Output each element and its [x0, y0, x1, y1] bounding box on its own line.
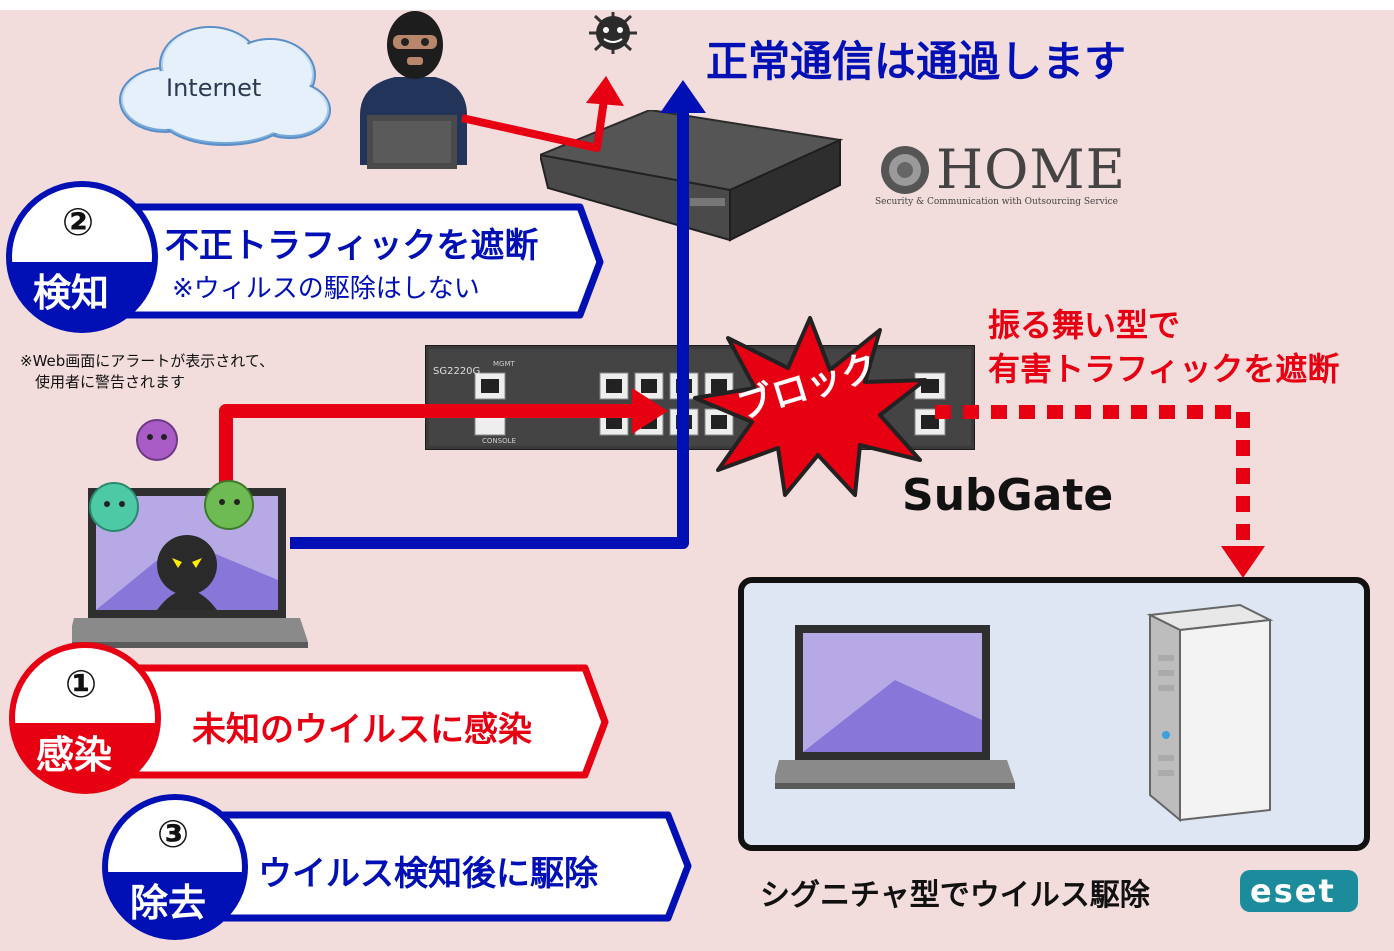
step-1-text: 未知のウイルスに感染 [192, 710, 532, 750]
step-2-number: ② [62, 200, 95, 244]
step-2-tag: 検知 [33, 271, 110, 315]
hacker-traffic-arrowhead [586, 76, 624, 106]
signature-label: シグニチャ型でウイルス駆除 [760, 878, 1150, 913]
device-port-label: MGMT [493, 360, 515, 368]
step-3-number: ③ [157, 812, 190, 856]
device-name-label: SubGate [902, 470, 1114, 521]
eset-logo-text: eset [1250, 872, 1336, 910]
step-1-number: ① [65, 662, 98, 706]
home-brand-tagline: Security & Communication with Outsourcin… [875, 197, 1119, 207]
step-3-tag: 除去 [130, 881, 207, 925]
hacker-traffic-arrow [461, 99, 608, 152]
step-1-tag: 感染 [36, 733, 113, 777]
alert-note-line-2: 使用者に警告されます [35, 373, 186, 391]
step-3-text: ウイルス検知後に駆除 [258, 854, 598, 894]
infected-laptop-icon [72, 419, 308, 648]
eset-logo-icon: eset [1240, 870, 1358, 912]
normal-traffic-arrow [290, 110, 689, 549]
home-brand-name: HOME [936, 138, 1127, 201]
step-2-text: 不正トラフィックを遮断 [165, 226, 539, 266]
hacker-icon [360, 11, 467, 169]
step-1-circle-fill [15, 723, 155, 793]
internet-cloud-icon [119, 26, 331, 146]
malware-virus-icon [589, 12, 637, 54]
malicious-traffic-arrow [219, 404, 640, 490]
step-2-circle-fill [12, 262, 152, 332]
behavior-label-line-2: 有害トラフィックを遮断 [988, 350, 1340, 388]
step-2-note: ※ウィルスの駆除はしない [172, 274, 480, 304]
malicious-traffic-arrowhead [632, 388, 668, 434]
block-burst-icon [693, 316, 927, 497]
behavior-label-line-1: 振る舞い型で [988, 306, 1181, 344]
normal-traffic-headline: 正常通信は通過します [706, 37, 1127, 86]
device-console-label: CONSOLE [482, 437, 516, 445]
internet-label: Internet [166, 74, 262, 102]
endpoint-server-icon [1146, 603, 1274, 823]
behavior-dotted-arrow [935, 405, 1250, 552]
endpoint-laptop-icon [775, 625, 1015, 789]
behavior-dotted-arrowhead [1221, 546, 1265, 578]
home-logo-icon [881, 146, 929, 194]
step-3-circle-fill [108, 872, 242, 939]
normal-traffic-arrowhead [660, 80, 706, 113]
alert-note-line-1: ※Web画面にアラートが表示されて、 [20, 352, 275, 370]
device-model-label: SG2220G [433, 366, 481, 377]
